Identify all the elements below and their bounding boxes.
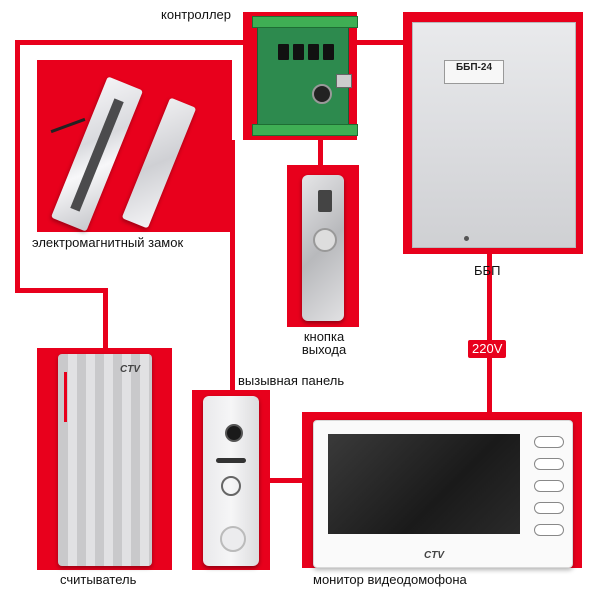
wire-220v-vertical — [487, 252, 492, 416]
reader-label: считыватель — [60, 572, 137, 587]
relay-2 — [293, 44, 304, 60]
call-panel-label: вызывная панель — [238, 373, 345, 388]
wire-call-panel-to-monitor — [265, 478, 315, 483]
call-panel-rfid-icon — [221, 476, 241, 496]
monitor-screen — [328, 434, 520, 534]
exit-button-sign-icon — [318, 190, 332, 212]
reader-led-icon — [64, 372, 67, 422]
monitor-label: монитор видеодомофона — [313, 572, 467, 587]
monitor-button-1 — [534, 436, 564, 448]
exit-button-label-line2: выхода — [301, 342, 347, 357]
psu-box — [412, 22, 576, 248]
wire-reader-horizontal — [15, 288, 107, 293]
psu-screw-icon — [464, 236, 469, 241]
call-panel-call-button-icon — [220, 526, 246, 552]
lock-label: электромагнитный замок — [32, 235, 184, 250]
wire-to-exit-button — [318, 140, 323, 170]
call-panel-camera-icon — [225, 424, 243, 442]
reader-brand: CTV — [120, 364, 140, 375]
wire-top-right — [355, 40, 405, 45]
wire-reader-vertical — [103, 288, 108, 350]
wire-controller-down — [230, 140, 235, 392]
wire-top-left — [15, 40, 245, 45]
monitor-button-4 — [534, 502, 564, 514]
psu-label: ББП — [474, 263, 501, 278]
reader-device — [58, 354, 152, 566]
psu-model-label: ББП-24 — [444, 60, 504, 84]
call-panel-speaker-icon — [216, 458, 246, 463]
wire-left-vertical — [15, 40, 20, 292]
controller-label: контроллер — [161, 7, 232, 22]
controller-terminal-bottom — [252, 124, 358, 136]
exit-button-push-icon — [313, 228, 337, 252]
controller-terminal-top — [252, 16, 358, 28]
controller-battery — [312, 84, 332, 104]
monitor-button-2 — [534, 458, 564, 470]
relay-4 — [323, 44, 334, 60]
monitor-button-3 — [534, 480, 564, 492]
relay-3 — [308, 44, 319, 60]
monitor-button-5 — [534, 524, 564, 536]
monitor-brand: CTV — [424, 550, 444, 561]
relay-1 — [278, 44, 289, 60]
exit-button-label-line1: кнопка — [303, 329, 345, 344]
psu-model-text: ББП-24 — [455, 62, 492, 73]
controller-port — [336, 74, 352, 88]
voltage-tag: 220V — [468, 340, 507, 358]
